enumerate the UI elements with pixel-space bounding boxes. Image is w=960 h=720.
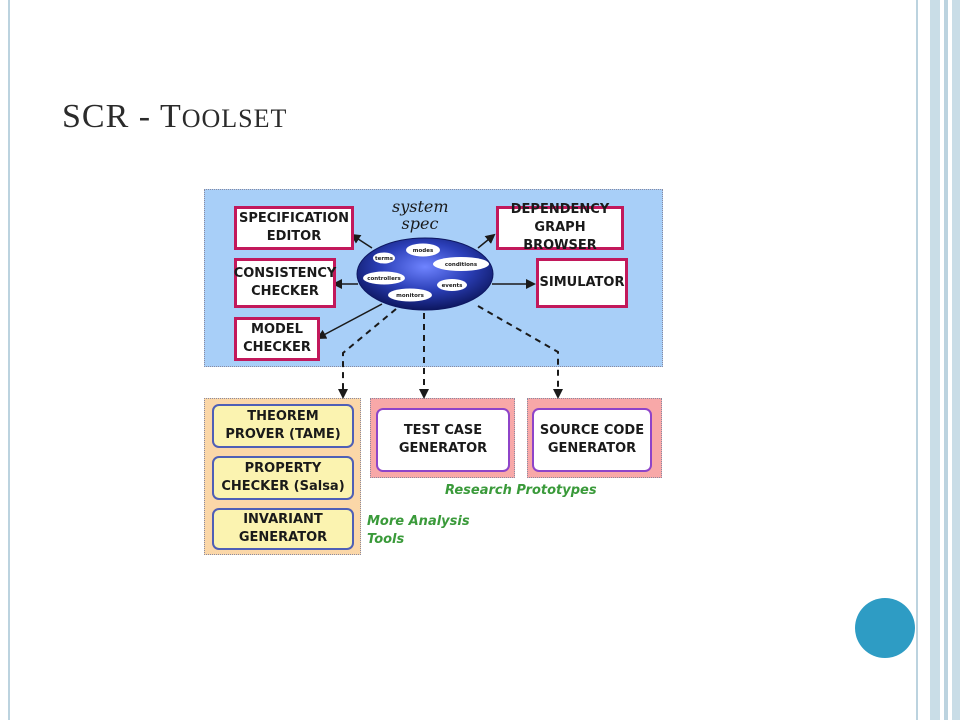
system-spec-label-line2: spec bbox=[401, 214, 439, 233]
border-stripe bbox=[916, 0, 918, 720]
test-case-generator-line2: GENERATOR bbox=[398, 441, 488, 456]
model-checker-line1: MODEL bbox=[251, 322, 303, 337]
research-prototypes-caption: Research Prototypes bbox=[445, 483, 597, 498]
property-checker-box: PROPERTY CHECKER (Salsa) bbox=[212, 456, 354, 500]
spec-item-pills: modes terms conditions events monitors c… bbox=[363, 243, 489, 302]
dependency-graph-browser-line2: GRAPH BROWSER bbox=[523, 220, 597, 253]
spec-pill-label: terms bbox=[375, 256, 394, 262]
spec-pill-label: modes bbox=[413, 248, 434, 254]
system-spec-label: system spec bbox=[392, 197, 449, 233]
property-checker-line1: PROPERTY bbox=[244, 461, 322, 476]
spec-pill-conditions bbox=[433, 257, 489, 271]
source-code-generator-line2: GENERATOR bbox=[547, 441, 637, 456]
arrow-to-dependency-graph-browser bbox=[477, 233, 496, 249]
property-checker-line2: CHECKER (Salsa) bbox=[221, 479, 345, 494]
theorem-prover-line2: PROVER (TAME) bbox=[225, 427, 341, 442]
spec-pill-monitors bbox=[388, 288, 432, 302]
spec-pill-controllers bbox=[363, 271, 405, 285]
system-spec-label-line1: system bbox=[392, 197, 449, 216]
consistency-checker-line1: CONSISTENCY bbox=[233, 266, 337, 281]
consistency-checker-box: CONSISTENCY CHECKER bbox=[234, 258, 336, 308]
invariant-generator-line2: GENERATOR bbox=[238, 530, 328, 545]
dashed-arrow-to-analysis-tools bbox=[338, 308, 397, 399]
dashed-arrow-to-source-code-generator bbox=[477, 305, 563, 399]
spec-pill-label: conditions bbox=[445, 262, 478, 268]
spec-pill-modes bbox=[406, 243, 440, 257]
model-checker-line2: CHECKER bbox=[243, 340, 311, 355]
slide-right-border bbox=[916, 0, 960, 720]
model-checker-box: MODEL CHECKER bbox=[234, 317, 320, 361]
test-case-generator-line1: TEST CASE bbox=[403, 423, 483, 438]
specification-editor-box: SPECIFICATION EDITOR bbox=[234, 206, 354, 250]
more-analysis-caption-line2: Tools bbox=[367, 532, 405, 547]
spec-pill-terms bbox=[373, 252, 395, 264]
invariant-generator-line1: INVARIANT bbox=[243, 512, 323, 527]
theorem-prover-box: THEOREM PROVER (TAME) bbox=[212, 404, 354, 448]
specification-editor-line2: EDITOR bbox=[266, 229, 322, 244]
border-stripe bbox=[952, 0, 960, 720]
spec-pill-label: events bbox=[442, 283, 464, 289]
slide-left-border bbox=[8, 0, 10, 720]
accent-dot bbox=[855, 598, 915, 658]
spec-pill-label: monitors bbox=[396, 293, 424, 299]
arrow-to-specification-editor bbox=[350, 233, 373, 249]
dependency-graph-browser-line1: DEPENDENCY bbox=[510, 202, 610, 217]
more-analysis-caption-line1: More Analysis bbox=[367, 514, 470, 529]
arrow-to-model-checker bbox=[316, 303, 383, 339]
spec-pill-events bbox=[437, 279, 467, 291]
source-code-generator-box: SOURCE CODE GENERATOR bbox=[532, 408, 652, 472]
border-stripe bbox=[944, 0, 948, 720]
theorem-prover-line1: THEOREM bbox=[247, 409, 319, 424]
slide-title: SCR - TOOLSET bbox=[62, 98, 287, 136]
slide-title-rest: OOLSET bbox=[181, 104, 288, 133]
dependency-graph-browser-box: DEPENDENCY GRAPH BROWSER bbox=[496, 202, 624, 253]
simulator-label: SIMULATOR bbox=[539, 275, 625, 290]
specification-editor-line1: SPECIFICATION bbox=[238, 211, 350, 226]
more-analysis-tools-caption: More Analysis Tools bbox=[367, 513, 470, 549]
consistency-checker-line2: CHECKER bbox=[251, 284, 319, 299]
border-stripe bbox=[930, 0, 940, 720]
source-code-generator-line1: SOURCE CODE bbox=[539, 423, 645, 438]
spec-pill-label: controllers bbox=[367, 276, 401, 282]
invariant-generator-box: INVARIANT GENERATOR bbox=[212, 508, 354, 550]
test-case-generator-box: TEST CASE GENERATOR bbox=[376, 408, 510, 472]
slide-title-first: SCR - T bbox=[62, 98, 182, 135]
simulator-box: SIMULATOR bbox=[536, 258, 628, 308]
